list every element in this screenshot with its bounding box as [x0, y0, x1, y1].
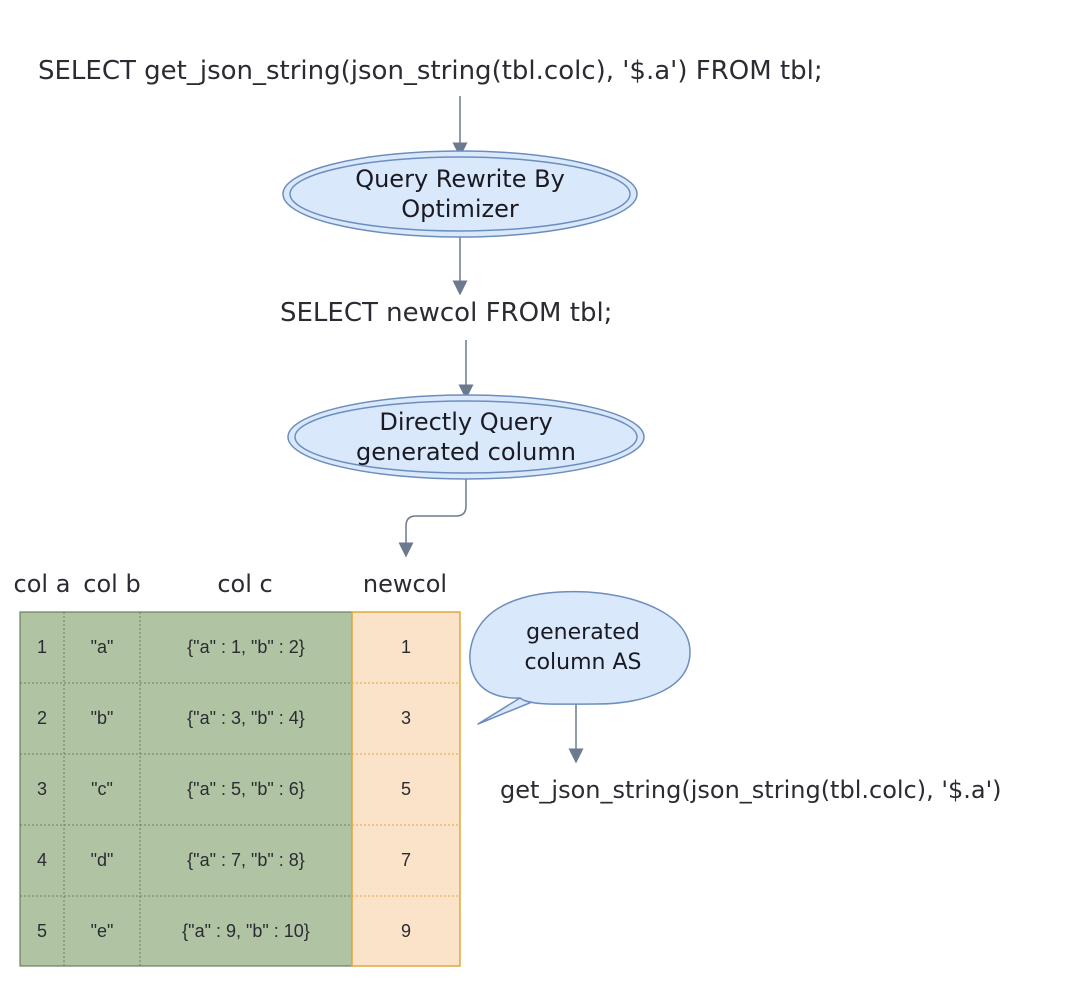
- cell-col-c: {"a" : 3, "b" : 4}: [187, 708, 305, 728]
- callout-label: generated column AS: [498, 618, 668, 678]
- data-table: [19, 611, 461, 967]
- rewritten-query: SELECT newcol FROM tbl;: [280, 298, 613, 328]
- header-col-b: col b: [83, 570, 141, 598]
- rewrite-node-label: Query Rewrite By Optimizer: [290, 164, 630, 224]
- cell-col-a: 4: [36, 850, 47, 870]
- header-col-c: col c: [217, 570, 273, 598]
- cell-col-a: 5: [36, 920, 47, 941]
- rewrite-node-line2: Optimizer: [401, 195, 519, 223]
- cell-newcol: 9: [400, 920, 411, 941]
- header-col-a: col a: [13, 570, 71, 598]
- header-newcol: newcol: [362, 570, 448, 598]
- cell-newcol: 7: [400, 850, 411, 870]
- cell-col-b: "d": [90, 850, 114, 870]
- cell-col-b: "b": [90, 708, 114, 728]
- cell-col-a: 3: [36, 779, 47, 799]
- direct-node-line2: generated column: [356, 438, 576, 466]
- generated-expression: get_json_string(json_string(tbl.colc), '…: [500, 776, 1002, 804]
- direct-node-line1: Directly Query: [379, 408, 553, 436]
- direct-node-label: Directly Query generated column: [296, 407, 636, 467]
- cell-col-c: {"a" : 5, "b" : 6}: [187, 779, 305, 799]
- callout-line1: generated: [526, 620, 640, 645]
- callout-line2: column AS: [524, 650, 642, 675]
- cell-col-c: {"a" : 1, "b" : 2}: [187, 637, 305, 657]
- node-query-rewrite: [282, 150, 638, 238]
- rewrite-node-line1: Query Rewrite By: [355, 165, 565, 193]
- cell-col-c: {"a" : 9, "b" : 10}: [182, 920, 310, 941]
- original-query: SELECT get_json_string(json_string(tbl.c…: [38, 56, 823, 86]
- cell-col-b: "a": [90, 637, 114, 657]
- cell-col-b: "e": [90, 920, 114, 941]
- cell-newcol: 1: [400, 637, 411, 657]
- cell-newcol: 3: [400, 708, 411, 728]
- cell-col-c: {"a" : 7, "b" : 8}: [187, 850, 305, 870]
- node-direct-query: [287, 394, 645, 480]
- cell-newcol: 5: [400, 779, 411, 799]
- cell-col-b: "c": [91, 779, 113, 799]
- arrow-direct-to-table: [398, 478, 467, 558]
- cell-col-a: 2: [36, 708, 47, 728]
- callout-bubble: [469, 590, 691, 725]
- cell-col-a: 1: [36, 637, 47, 657]
